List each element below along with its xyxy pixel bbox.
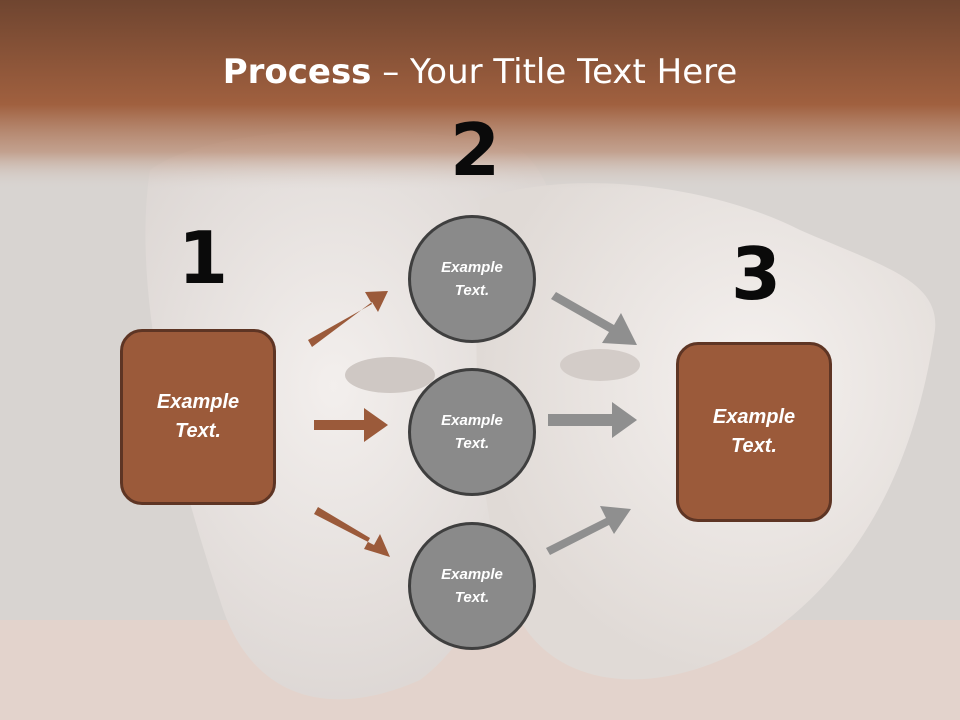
step-2-circle-3: Example Text. xyxy=(408,522,536,650)
circle-1-text: Example Text. xyxy=(441,258,503,299)
arrow-2a-to-3 xyxy=(551,292,637,345)
step-1-text: Example Text. xyxy=(156,391,240,442)
step-3-text: Example Text. xyxy=(712,406,796,457)
step-3-box: Example Text. xyxy=(676,342,832,522)
circle-3-text: Example Text. xyxy=(441,565,503,606)
slide-title: Process – Your Title Text Here xyxy=(0,52,960,92)
arrow-2c-to-3 xyxy=(546,506,631,555)
step-number-1: 1 xyxy=(178,216,229,300)
arrow-1-to-2a xyxy=(308,291,388,347)
arrow-2b-to-3 xyxy=(548,402,637,438)
title-bold: Process xyxy=(222,52,372,92)
arrow-1-to-2b xyxy=(314,408,388,442)
step-2-circle-1: Example Text. xyxy=(408,215,536,343)
arrow-1-to-2c xyxy=(314,507,390,557)
title-rest: – Your Title Text Here xyxy=(371,52,738,92)
step-2-circle-2: Example Text. xyxy=(408,368,536,496)
step-number-2: 2 xyxy=(450,108,501,192)
step-number-3: 3 xyxy=(731,232,782,316)
step-1-box: Example Text. xyxy=(120,329,276,505)
circle-2-text: Example Text. xyxy=(441,411,503,452)
